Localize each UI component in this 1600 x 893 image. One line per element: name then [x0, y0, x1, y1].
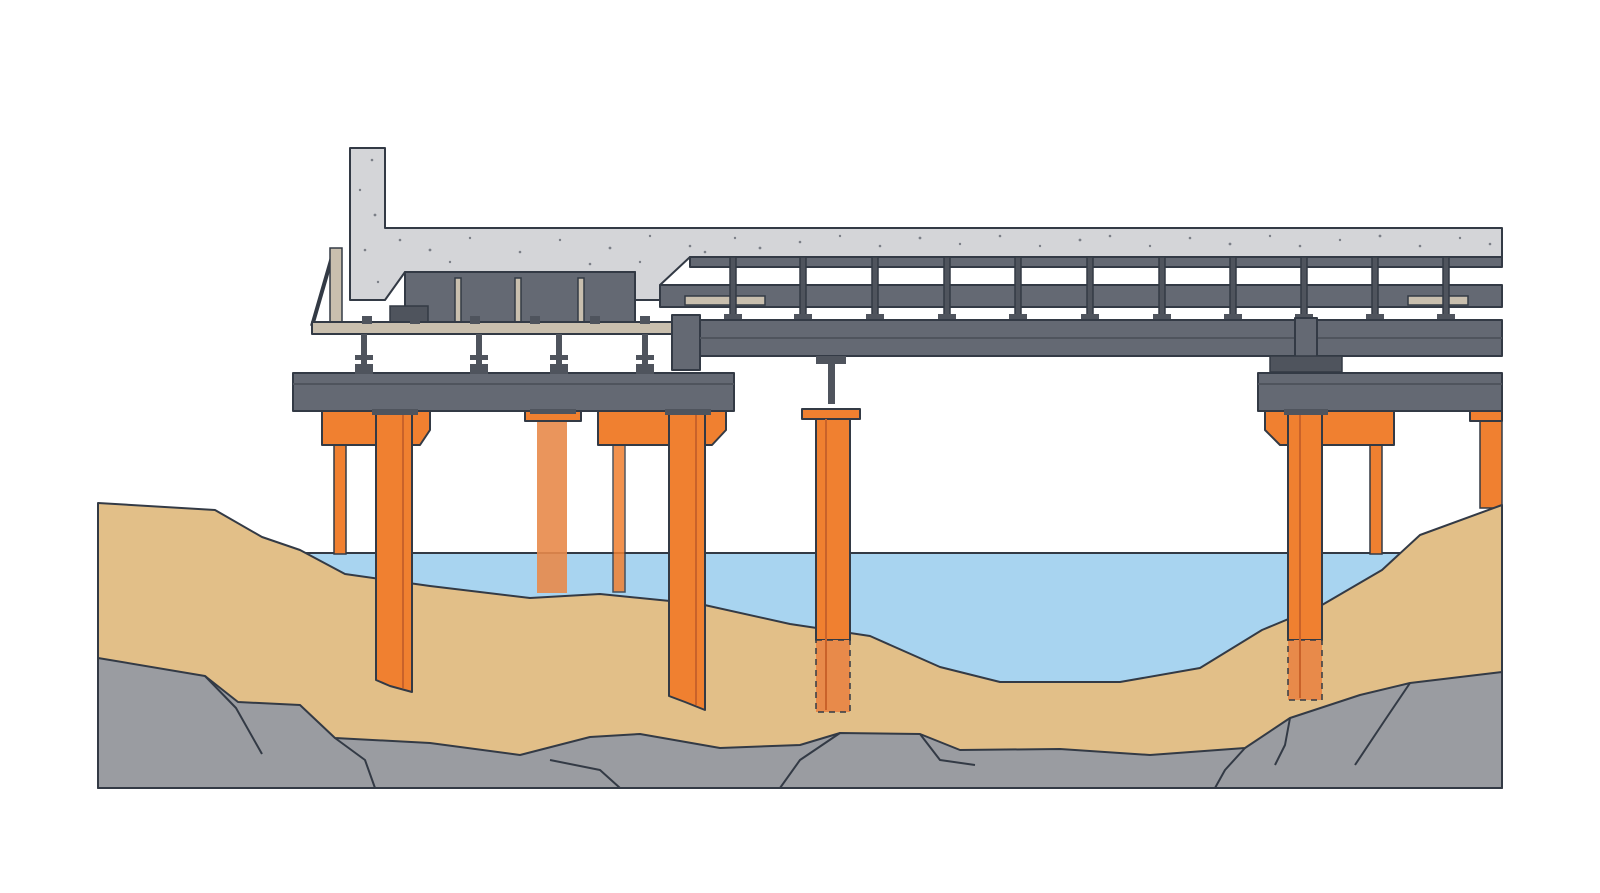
jack-center: [816, 356, 846, 404]
bracket-center: [801, 408, 861, 420]
pile-far-4: [1369, 441, 1383, 555]
pile-far-3: [612, 441, 626, 593]
bearing-jacks: [355, 334, 846, 404]
upper-girder-rail: [689, 256, 1503, 268]
pile-far-1: [333, 441, 347, 555]
jack-2: [470, 334, 488, 374]
jack-3: [550, 334, 568, 374]
bedrock: [97, 657, 1503, 789]
riverbed-sand: [97, 502, 1503, 789]
pile-4: [1287, 412, 1323, 641]
deck-speckles: [358, 158, 1492, 284]
upper-girder-web: [659, 284, 1503, 308]
cap-beams: [292, 372, 1503, 412]
girder-railing: [659, 256, 1503, 321]
rock-cracks: [204, 675, 1411, 789]
bracket-left-3: [597, 410, 727, 446]
pile-far-2: [537, 418, 567, 593]
pile-4-embedded: [1287, 639, 1323, 701]
jack-1: [355, 334, 373, 374]
pile-top-bolts: [372, 409, 1328, 415]
jack-4: [636, 334, 654, 374]
pile-1: [375, 412, 413, 693]
formwork-left: [310, 247, 675, 335]
bracket-right-2: [1469, 410, 1503, 422]
main-girder-end-block: [671, 314, 701, 371]
pile-2: [668, 412, 706, 711]
pile-3-center: [815, 418, 851, 641]
cap-beam-right: [1257, 372, 1503, 412]
bracket-right-1: [1264, 410, 1395, 446]
main-girder: [671, 314, 1503, 374]
pile-far-5: [1479, 417, 1503, 509]
cap-beam-left: [292, 372, 735, 412]
driven-piles: [375, 412, 1323, 713]
base-beam-bolts: [362, 316, 650, 324]
background-piles: [333, 417, 1503, 593]
pile-3-embedded: [815, 639, 851, 713]
